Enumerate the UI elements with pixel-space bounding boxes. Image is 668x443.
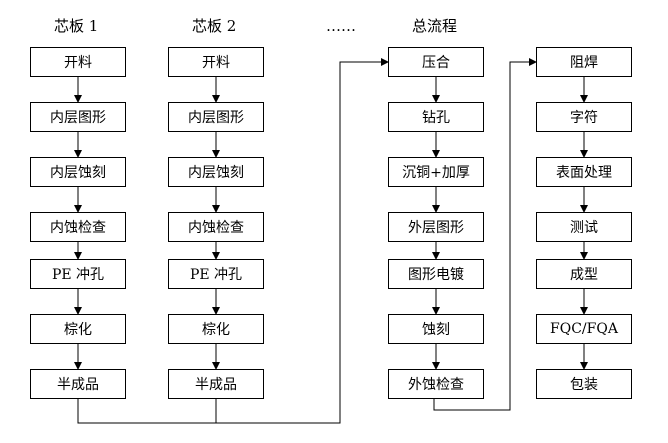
column-header-main: 总流程	[412, 17, 458, 35]
final-step-2: 字符	[536, 102, 632, 132]
main-step-3: 沉铜+加厚	[388, 157, 484, 187]
core2-step-2: 内层图形	[168, 102, 264, 132]
core1-step-6: 棕化	[30, 314, 126, 344]
core1-step-7: 半成品	[30, 369, 126, 399]
main-step-6: 蚀刻	[388, 314, 484, 344]
core1-step-2: 内层图形	[30, 102, 126, 132]
core2-step-5: PE 冲孔	[168, 259, 264, 289]
final-step-1: 阻焊	[536, 47, 632, 77]
core2-step-1: 开料	[168, 47, 264, 77]
core1-step-1: 开料	[30, 47, 126, 77]
final-step-4: 测试	[536, 212, 632, 242]
core2-step-3: 内层蚀刻	[168, 157, 264, 187]
column-header-core1: 芯板 1	[54, 17, 99, 35]
final-step-6: FQC/FQA	[536, 314, 632, 344]
final-step-7: 包装	[536, 369, 632, 399]
continue-connector	[433, 58, 537, 411]
final-step-5: 成型	[536, 259, 632, 289]
core1-step-3: 内层蚀刻	[30, 157, 126, 187]
core2-step-4: 内蚀检查	[168, 212, 264, 242]
ellipsis-mark: ……	[326, 17, 356, 35]
vertical-arrows	[74, 77, 588, 370]
main-step-7: 外蚀检查	[388, 369, 484, 399]
core-merge-connector	[77, 58, 389, 424]
main-step-1: 压合	[388, 47, 484, 77]
core2-step-7: 半成品	[168, 369, 264, 399]
core1-step-4: 内蚀检查	[30, 212, 126, 242]
core2-step-6: 棕化	[168, 314, 264, 344]
core1-step-5: PE 冲孔	[30, 259, 126, 289]
main-step-4: 外层图形	[388, 212, 484, 242]
main-step-5: 图形电镀	[388, 259, 484, 289]
column-header-core2: 芯板 2	[192, 17, 237, 35]
final-step-3: 表面处理	[536, 157, 632, 187]
main-step-2: 钻孔	[388, 102, 484, 132]
